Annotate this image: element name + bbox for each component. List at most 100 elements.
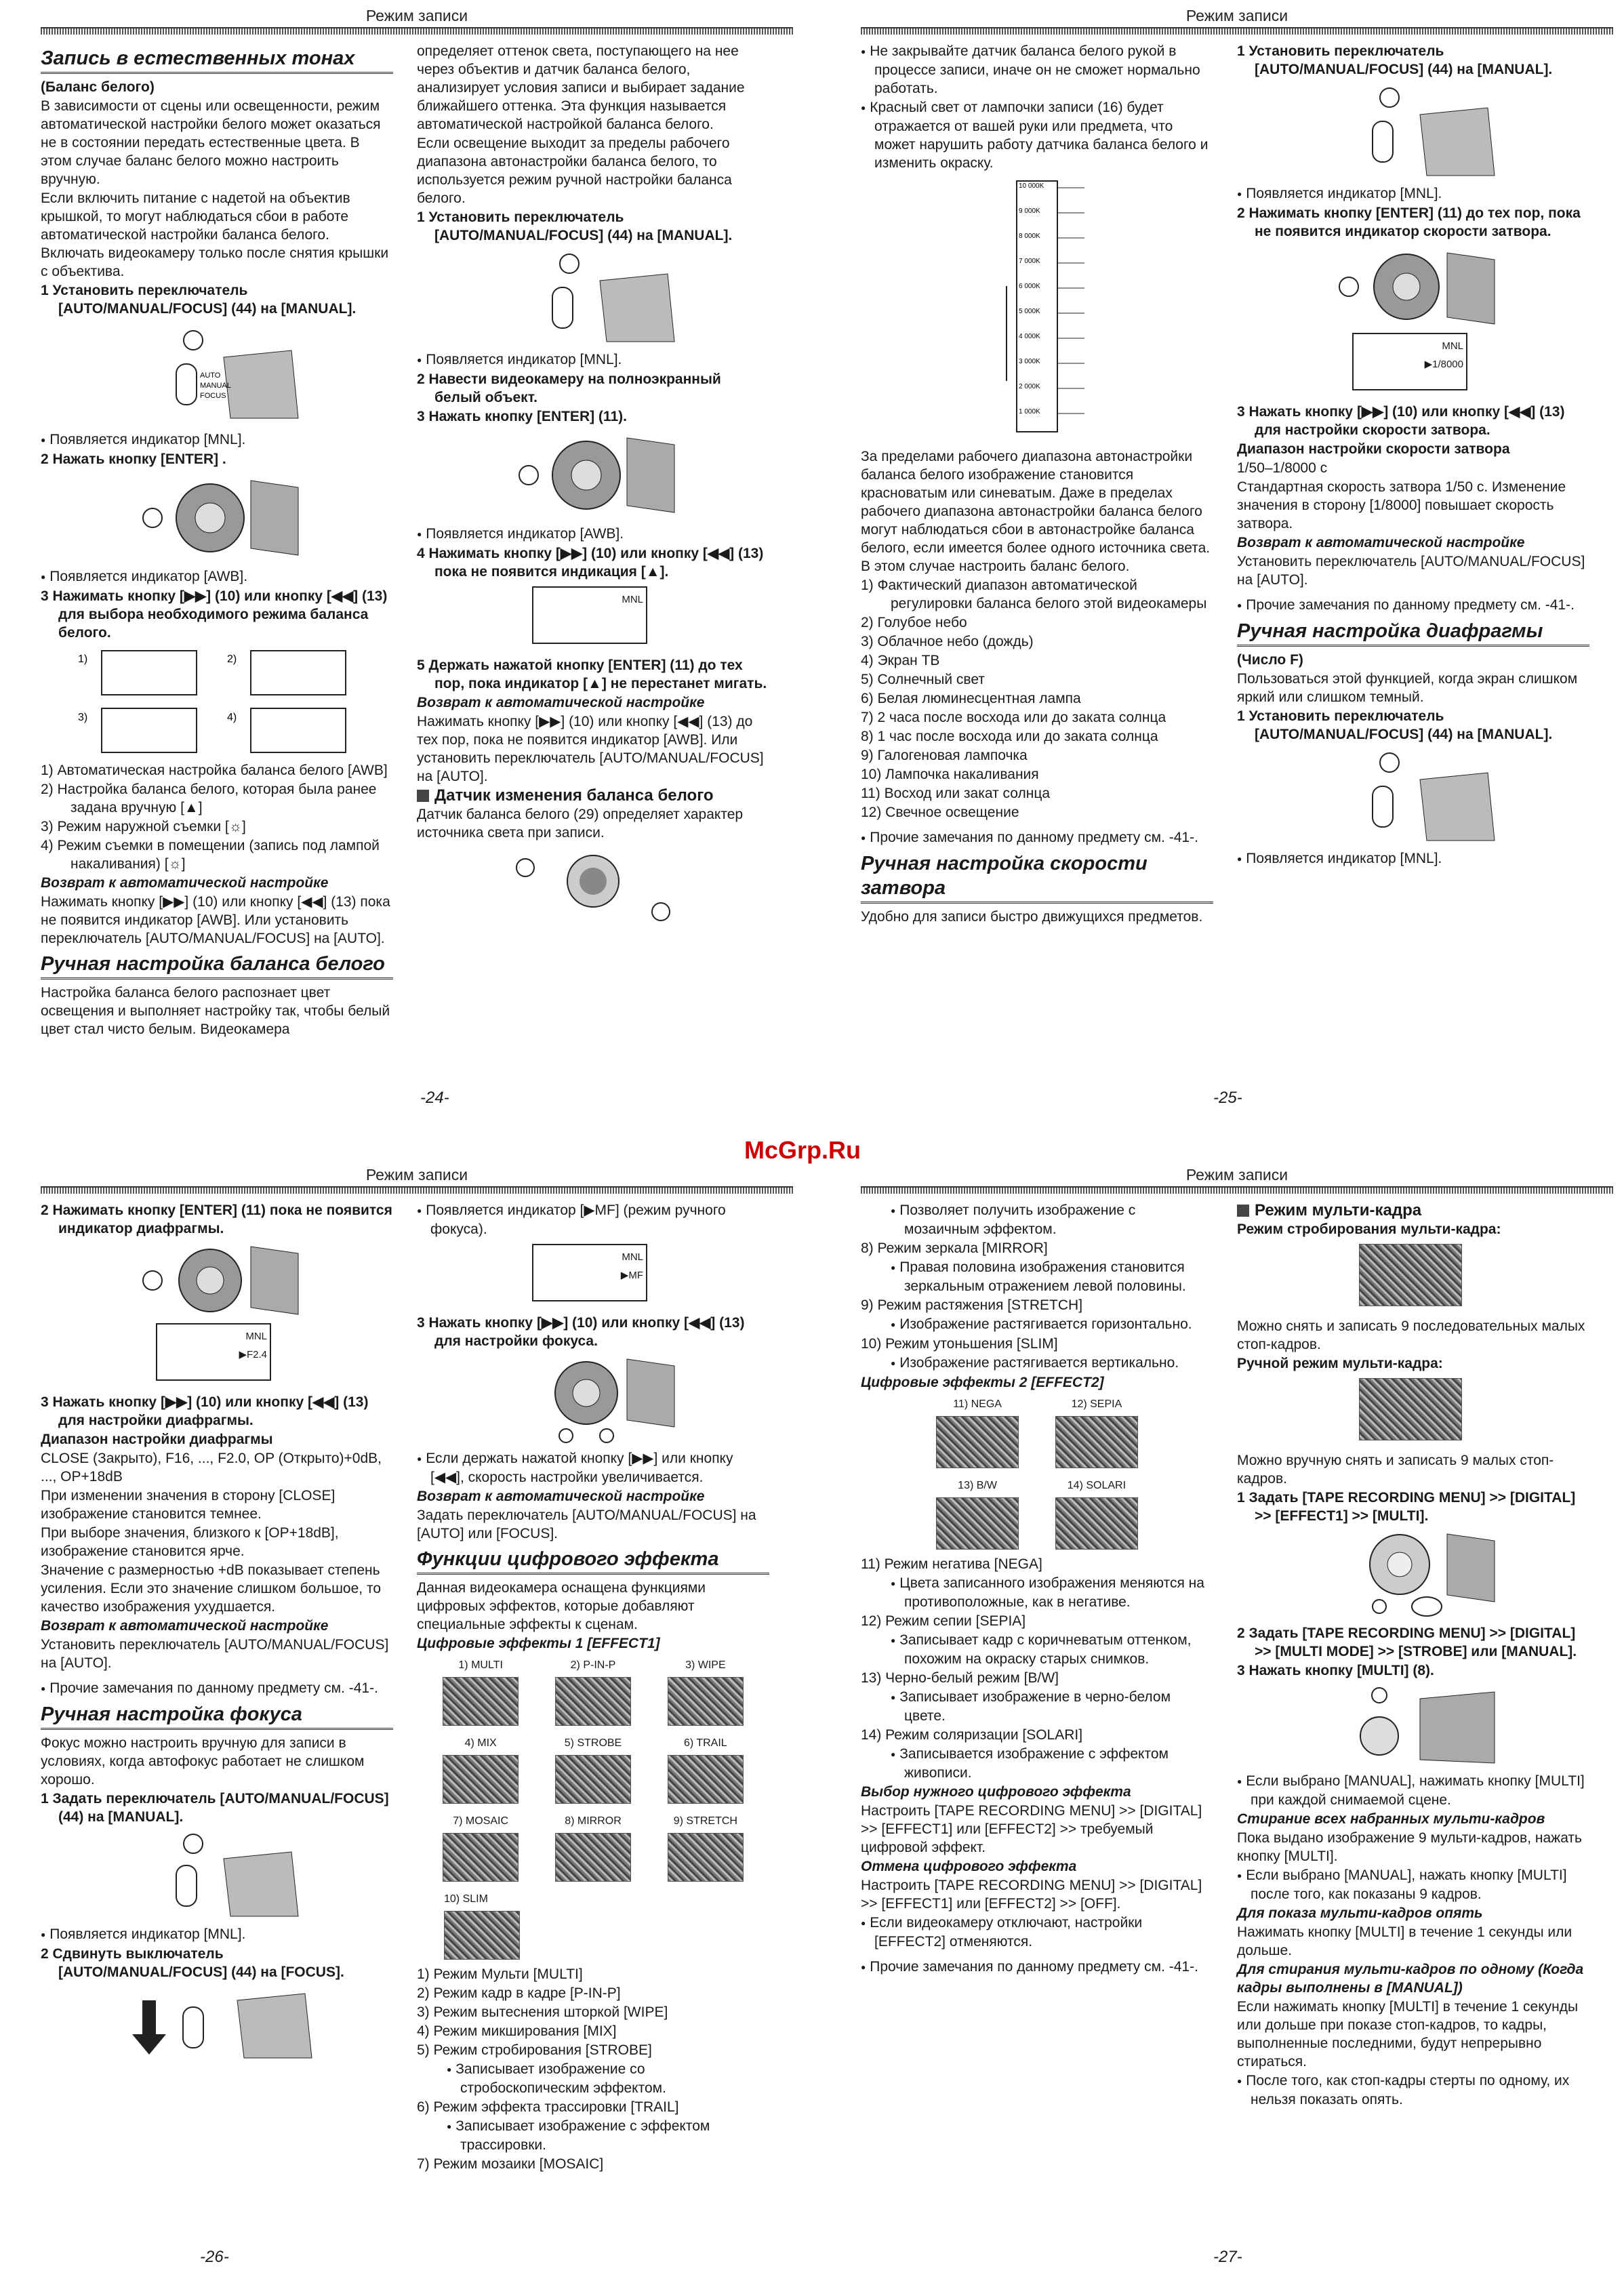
dial-button-icon — [519, 437, 675, 513]
step-3: 3 Нажать кнопку [MULTI] (8). — [1237, 1663, 1434, 1678]
step-2: 2 Сдвинуть выключатель [AUTO/MANUAL/FOCU… — [41, 1946, 344, 1980]
enter-button-illustration — [1325, 246, 1501, 327]
header-rule — [41, 1186, 793, 1194]
bullet: Изображение растягивается горизонтально. — [891, 1315, 1213, 1334]
step-3: 3 Нажать кнопку [▶▶] (10) или кнопку [◀◀… — [41, 1394, 369, 1428]
bullet: Записывает изображение в черно-белом цве… — [891, 1688, 1213, 1725]
section-title: Ручная настройка скорости затвора — [861, 851, 1213, 904]
header-rule — [861, 1186, 1613, 1194]
cancel-text: Настроить [TAPE RECORDING MENU] >> [DIGI… — [861, 1878, 1202, 1912]
range-text: 1/50–1/8000 с — [1237, 460, 1328, 476]
list-item: 1) Фактический диапазон автоматической р… — [861, 578, 1207, 611]
text: При выборе значения, близкого к [OP+18dB… — [41, 1525, 339, 1559]
camera-switch-icon — [1372, 752, 1495, 841]
temperature-label: 4 000K — [1019, 333, 1040, 340]
thumbnail: 4) MIX — [436, 1734, 525, 1806]
list-item: 3) Режим наружной съемки [☼] — [41, 819, 246, 834]
text: За пределами рабочего диапазона автонаст… — [861, 449, 1211, 574]
iris-screen: MNL ▶F2.4 — [156, 1323, 278, 1388]
return-heading: Возврат к автоматической настройке — [41, 1618, 329, 1634]
focus-switch-illustration — [115, 1987, 319, 2061]
sensor-text: Датчик баланса белого (29) определяет ха… — [417, 807, 744, 841]
bullet: Записывает кадр с коричневатым оттенком,… — [891, 1631, 1213, 1668]
return-heading: Возврат к автоматической настройке — [417, 1489, 705, 1504]
page-27: Режим записи Позволяет получить изображе… — [861, 1159, 1613, 2271]
camera-switch-icon — [1372, 87, 1495, 176]
step-3: 3 Нажать кнопку [▶▶] (10) или кнопку [◀◀… — [417, 1315, 745, 1349]
list-item: 6) Белая люминесцентная лампа — [861, 691, 1081, 706]
bullet: Если выбрано [MANUAL], нажать кнопку [MU… — [1237, 1866, 1589, 1903]
bullet: Появляется индикатор [MNL]. — [1237, 184, 1589, 203]
thumbnail: 13) B/W — [929, 1476, 1026, 1552]
left-column: Позволяет получить изображение с мозаичн… — [861, 1201, 1213, 1977]
show-heading: Для показа мульти-кадров опять — [1237, 1905, 1483, 1921]
bullet: Записывает изображение со стробоскопичес… — [447, 2060, 769, 2097]
text: Если освещение выходит за пределы рабоче… — [417, 136, 732, 206]
return-text: Нажимать кнопку [▶▶] (10) или кнопку [◀◀… — [417, 714, 764, 784]
erase-text: Пока выдано изображение 9 мульти-кадров,… — [1237, 1830, 1582, 1864]
screen-mnl: MNL — [622, 1251, 643, 1263]
list-item: 2) Голубое небо — [861, 615, 967, 630]
one-text: Если нажимать кнопку [MULTI] в течение 1… — [1237, 1999, 1579, 2069]
multi-button-illustration — [1325, 1685, 1501, 1766]
page-number: -26- — [200, 2248, 229, 2266]
temperature-label: 3 000K — [1019, 358, 1040, 365]
step-3: 3 Нажать кнопку [▶▶] (10) или кнопку [◀◀… — [1237, 404, 1565, 438]
list-item: 11) Восход или закат солнца — [861, 786, 1051, 801]
range-heading: Диапазон настройки диафрагмы — [41, 1432, 273, 1447]
bullet: Правая половина изображения становится з… — [891, 1258, 1213, 1295]
focus-text: Фокус можно настроить вручную для записи… — [41, 1735, 365, 1787]
svg-text:4): 4) — [227, 712, 237, 723]
step-2: 2 Навести видеокамеру на полноэкранный б… — [417, 371, 721, 405]
step-2: 2 Нажимать кнопку [ENTER] (11) пока не п… — [41, 1203, 392, 1236]
thumbnail: 1) MULTI — [436, 1656, 525, 1729]
screen-display: MNL ▶F2.4 — [156, 1323, 271, 1381]
select-text: Настроить [TAPE RECORDING MENU] >> [DIGI… — [861, 1803, 1202, 1855]
section-title: Ручная настройка баланса белого — [41, 952, 393, 979]
temperature-label: 10 000K — [1019, 182, 1044, 190]
step-2: 2 Нажать кнопку [ENTER] . — [41, 451, 226, 467]
note: Прочие замечания по данному предмету см.… — [861, 1958, 1213, 1977]
bullet: Появляется индикатор [MNL]. — [417, 350, 769, 369]
select-heading: Выбор нужного цифрового эффекта — [861, 1784, 1131, 1800]
show-text: Нажимать кнопку [MULTI] в течение 1 секу… — [1237, 1924, 1572, 1958]
mnl-screen: MNL — [532, 586, 654, 651]
return-heading: Возврат к автоматической настройке — [417, 695, 705, 710]
list-item: 7) 2 часа после восхода или до заката со… — [861, 710, 1166, 725]
camera-switch-illustration — [129, 1832, 305, 1920]
page-number: -25- — [1213, 1089, 1242, 1107]
page-header: Режим записи — [365, 1166, 468, 1184]
range-text: CLOSE (Закрыто), F16, ..., F2.0, OP (Отк… — [41, 1451, 382, 1484]
step-1: 1 Задать переключатель [AUTO/MANUAL/FOCU… — [41, 1791, 389, 1825]
screen-mnl: MNL — [622, 594, 643, 605]
bullet: Цвета записанного изображения меняются н… — [891, 1574, 1213, 1611]
intro-text-2: Если включить питание с надетой на объек… — [41, 190, 389, 279]
strobe-heading: Режим стробирования мульти-кадра: — [1237, 1221, 1501, 1237]
erase-heading: Стирание всех набранных мульти-кадров — [1237, 1811, 1545, 1827]
bullet: Позволяет получить изображение с мозаичн… — [891, 1201, 1213, 1238]
svg-text:3): 3) — [78, 712, 87, 723]
step-1: 1 Задать [TAPE RECORDING MENU] >> [DIGIT… — [1237, 1490, 1576, 1524]
step-3: 3 Нажать кнопку [ENTER] (11). — [417, 409, 627, 424]
effect1-heading: Цифровые эффекты 1 [EFFECT1] — [417, 1636, 660, 1651]
list-item: 1) Режим Мульти [MULTI] — [417, 1966, 583, 1982]
thumbnail: 12) SEPIA — [1049, 1395, 1145, 1471]
list-item: 5) Режим стробирования [STROBE] — [417, 2042, 652, 2058]
return-heading: Возврат к автоматической настройке — [1237, 535, 1525, 550]
left-column: 2 Нажимать кнопку [ENTER] (11) пока не п… — [41, 1201, 393, 2067]
cancel-heading: Отмена цифрового эффекта — [861, 1859, 1077, 1874]
thumbnail: 2) P-IN-P — [548, 1656, 638, 1729]
list-item: 5) Солнечный свет — [861, 672, 985, 687]
step-1: 1 Установить переключатель [AUTO/MANUAL/… — [1237, 43, 1553, 77]
temperature-label: 7 000K — [1019, 258, 1040, 265]
list-item: 12) Свечное освещение — [861, 805, 1019, 820]
enter-button-illustration — [129, 1243, 305, 1318]
bullet: Записывает изображение с эффектом трасси… — [447, 2117, 769, 2154]
temperature-label: 5 000K — [1019, 308, 1040, 315]
bullet: Появляется индикатор [AWB]. — [41, 567, 393, 586]
screen-display: MNL — [532, 586, 647, 644]
thumbnail: 9) STRETCH — [661, 1812, 750, 1884]
list-item: 2) Режим кадр в кадре [P-IN-P] — [417, 1985, 621, 2001]
note: Прочие замечания по данному предмету см.… — [41, 1679, 393, 1698]
